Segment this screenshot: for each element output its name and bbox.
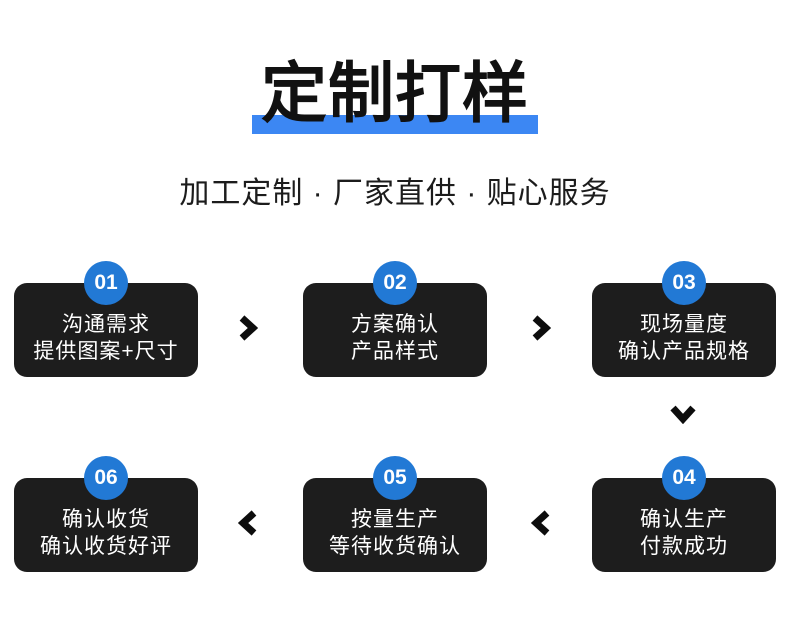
step-text-line1: 确认生产 [640,508,728,531]
step-text-line2: 确认产品规格 [618,340,750,363]
chevron-left-icon [531,510,551,536]
step-number-badge: 03 [662,261,706,305]
chevron-down-icon [670,404,696,424]
step-text-line2: 提供图案+尺寸 [33,340,179,363]
step-text-line1: 现场量度 [640,313,728,336]
title-block: 定制打样 [252,56,538,134]
step-text-line2: 产品样式 [351,340,439,363]
step-number-badge: 06 [84,456,128,500]
step-box-02: 02 方案确认 产品样式 [303,261,487,377]
step-text-line2: 确认收货好评 [40,535,172,558]
chevron-left-icon [238,510,258,536]
step-number-badge: 04 [662,456,706,500]
step-text-line2: 付款成功 [640,535,728,558]
chevron-right-icon [531,315,551,341]
step-number-badge: 05 [373,456,417,500]
step-box-06: 06 确认收货 确认收货好评 [14,456,198,572]
step-text-line1: 确认收货 [62,508,150,531]
step-text-line1: 方案确认 [351,313,439,336]
step-box-03: 03 现场量度 确认产品规格 [592,261,776,377]
chevron-right-icon [238,315,258,341]
step-text-line2: 等待收货确认 [329,535,461,558]
step-number-badge: 02 [373,261,417,305]
step-text-line1: 沟通需求 [62,313,150,336]
step-text-line1: 按量生产 [351,508,439,531]
step-box-05: 05 按量生产 等待收货确认 [303,456,487,572]
title-accent-bar [252,115,538,134]
step-box-04: 04 确认生产 付款成功 [592,456,776,572]
page-title: 定制打样 [261,56,529,130]
page-subtitle: 加工定制 · 厂家直供 · 贴心服务 [179,177,611,210]
header: 定制打样 [0,56,790,134]
step-box-01: 01 沟通需求 提供图案+尺寸 [14,261,198,377]
step-number-badge: 01 [84,261,128,305]
